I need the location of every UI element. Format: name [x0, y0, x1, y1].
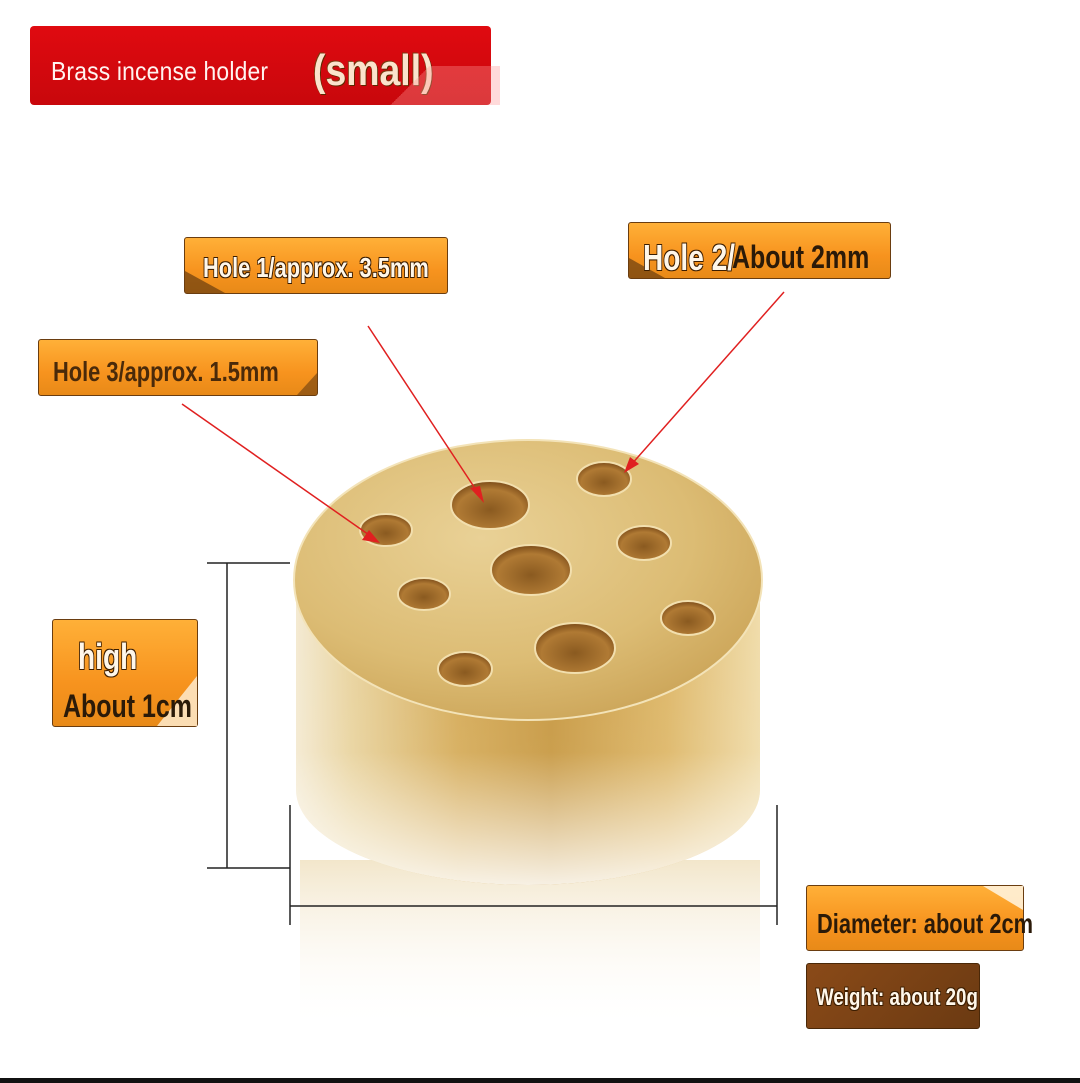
- holes: [359, 461, 716, 687]
- bottom-border: [0, 1078, 1080, 1083]
- hole1-callout: Hole 1/approx. 3.5mm: [184, 237, 448, 294]
- product-title: Brass incense holder: [51, 56, 269, 86]
- weight-label: Weight: about 20g: [816, 984, 978, 1011]
- height-value: About 1cm: [63, 688, 192, 724]
- hole1-label: Hole 1/approx. 3.5mm: [203, 252, 429, 283]
- diameter-callout: Diameter: about 2cm: [806, 885, 1033, 951]
- hole3-label: Hole 3/approx. 1.5mm: [53, 356, 279, 387]
- height-label: high: [78, 636, 138, 677]
- hole2-value: About 2mm: [732, 239, 870, 275]
- diameter-label: Diameter: about 2cm: [817, 908, 1034, 939]
- hole2-prefix: Hole 2/: [643, 237, 736, 278]
- hole3-callout: Hole 3/approx. 1.5mm: [38, 339, 318, 396]
- height-dimension: [207, 562, 290, 869]
- reflection: [300, 860, 760, 1030]
- callout-arrows: [181, 291, 785, 543]
- weight-callout: Weight: about 20g: [806, 963, 980, 1029]
- diameter-dimension: [289, 805, 778, 925]
- title-banner: Brass incense holder (small): [30, 26, 500, 105]
- height-callout: high About 1cm: [52, 619, 198, 727]
- hole2-callout: Hole 2/ About 2mm: [628, 222, 891, 279]
